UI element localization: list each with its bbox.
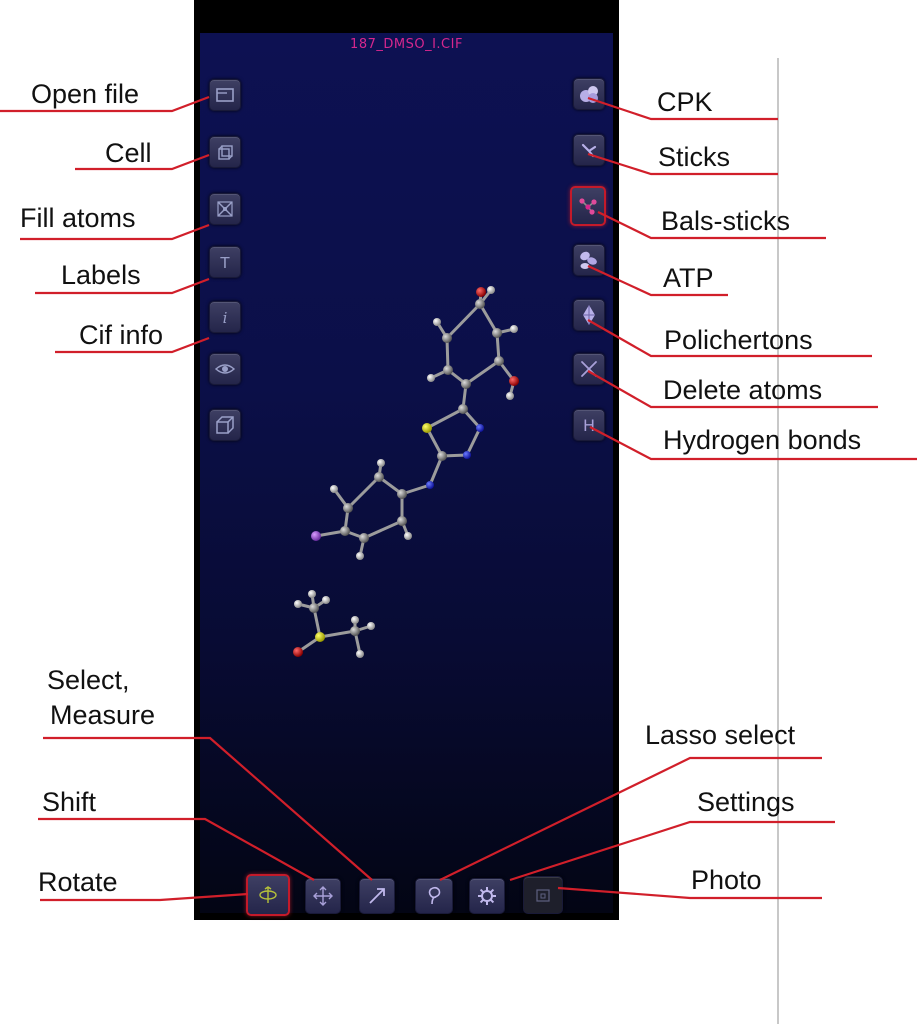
file-title: 187_DMSO_I.CIF [350, 37, 463, 52]
label-measure: Measure [50, 700, 156, 730]
atp-button[interactable] [573, 244, 605, 276]
label-lasso-select: Lasso select [645, 720, 796, 750]
ellipsoids-icon [580, 251, 597, 269]
rotate-button[interactable] [246, 874, 290, 916]
folder-icon [216, 88, 234, 102]
box-icon [216, 416, 234, 434]
balls-sticks-icon [579, 198, 597, 215]
polichertons-button[interactable] [573, 299, 605, 331]
lasso-select-button[interactable] [415, 878, 453, 914]
photo-button[interactable] [523, 876, 563, 914]
label-shift: Shift [42, 787, 97, 817]
eye-icon [214, 364, 236, 374]
label-polichertons: Polichertons [664, 325, 813, 355]
label-fill-atoms: Fill atoms [20, 203, 136, 233]
gear-icon [478, 887, 496, 905]
camera-icon [536, 889, 550, 902]
label-bals-sticks: Bals-sticks [661, 206, 791, 236]
info-icon: i [223, 309, 228, 327]
label-cpk: CPK [657, 87, 713, 117]
open-file-button[interactable] [209, 79, 241, 111]
labels-button[interactable]: T [209, 246, 241, 278]
h-icon: H [583, 416, 595, 435]
svg-text:i: i [223, 309, 228, 327]
label-atp: ATP [663, 263, 714, 293]
svg-text:H: H [583, 416, 595, 435]
move-icon [313, 886, 333, 906]
label-labels: Labels [61, 260, 141, 290]
cell-button[interactable] [209, 136, 241, 168]
select-measure-button[interactable] [359, 878, 395, 914]
settings-button[interactable] [469, 878, 505, 914]
label-select: Select, [47, 665, 130, 695]
label-open-file: Open file [31, 79, 140, 109]
rotate-icon [259, 886, 277, 903]
label-cell: Cell [105, 138, 152, 168]
fill-arrows-icon [217, 201, 233, 217]
cross-icon [581, 361, 597, 377]
label-delete-atoms: Delete atoms [663, 375, 823, 405]
label-sticks: Sticks [658, 142, 731, 172]
sticks-icon [581, 143, 597, 158]
svg-text:T: T [219, 254, 230, 272]
polyhedron-icon [583, 305, 595, 325]
label-hydrogen-bonds: Hydrogen bonds [663, 425, 862, 455]
cpk-spheres-icon [580, 86, 598, 103]
molecule-model[interactable] [200, 270, 580, 690]
view-button[interactable] [209, 353, 241, 385]
hydrogen-bonds-button[interactable]: H [573, 409, 605, 441]
label-rotate: Rotate [38, 867, 118, 897]
label-settings: Settings [697, 787, 795, 817]
fill-atoms-button[interactable] [209, 193, 241, 225]
sticks-button[interactable] [573, 134, 605, 166]
box-button[interactable] [209, 409, 241, 441]
arrow-icon [369, 888, 385, 904]
delete-atoms-button[interactable] [573, 353, 605, 385]
cpk-button[interactable] [573, 78, 605, 110]
text-icon: T [219, 254, 230, 272]
shift-button[interactable] [305, 878, 341, 914]
lasso-icon [428, 886, 441, 905]
balls-sticks-button[interactable] [570, 186, 606, 226]
cube-icon [218, 145, 233, 160]
label-cif-info: Cif info [79, 320, 164, 350]
cif-info-button[interactable]: i [209, 301, 241, 333]
label-photo: Photo [691, 865, 762, 895]
